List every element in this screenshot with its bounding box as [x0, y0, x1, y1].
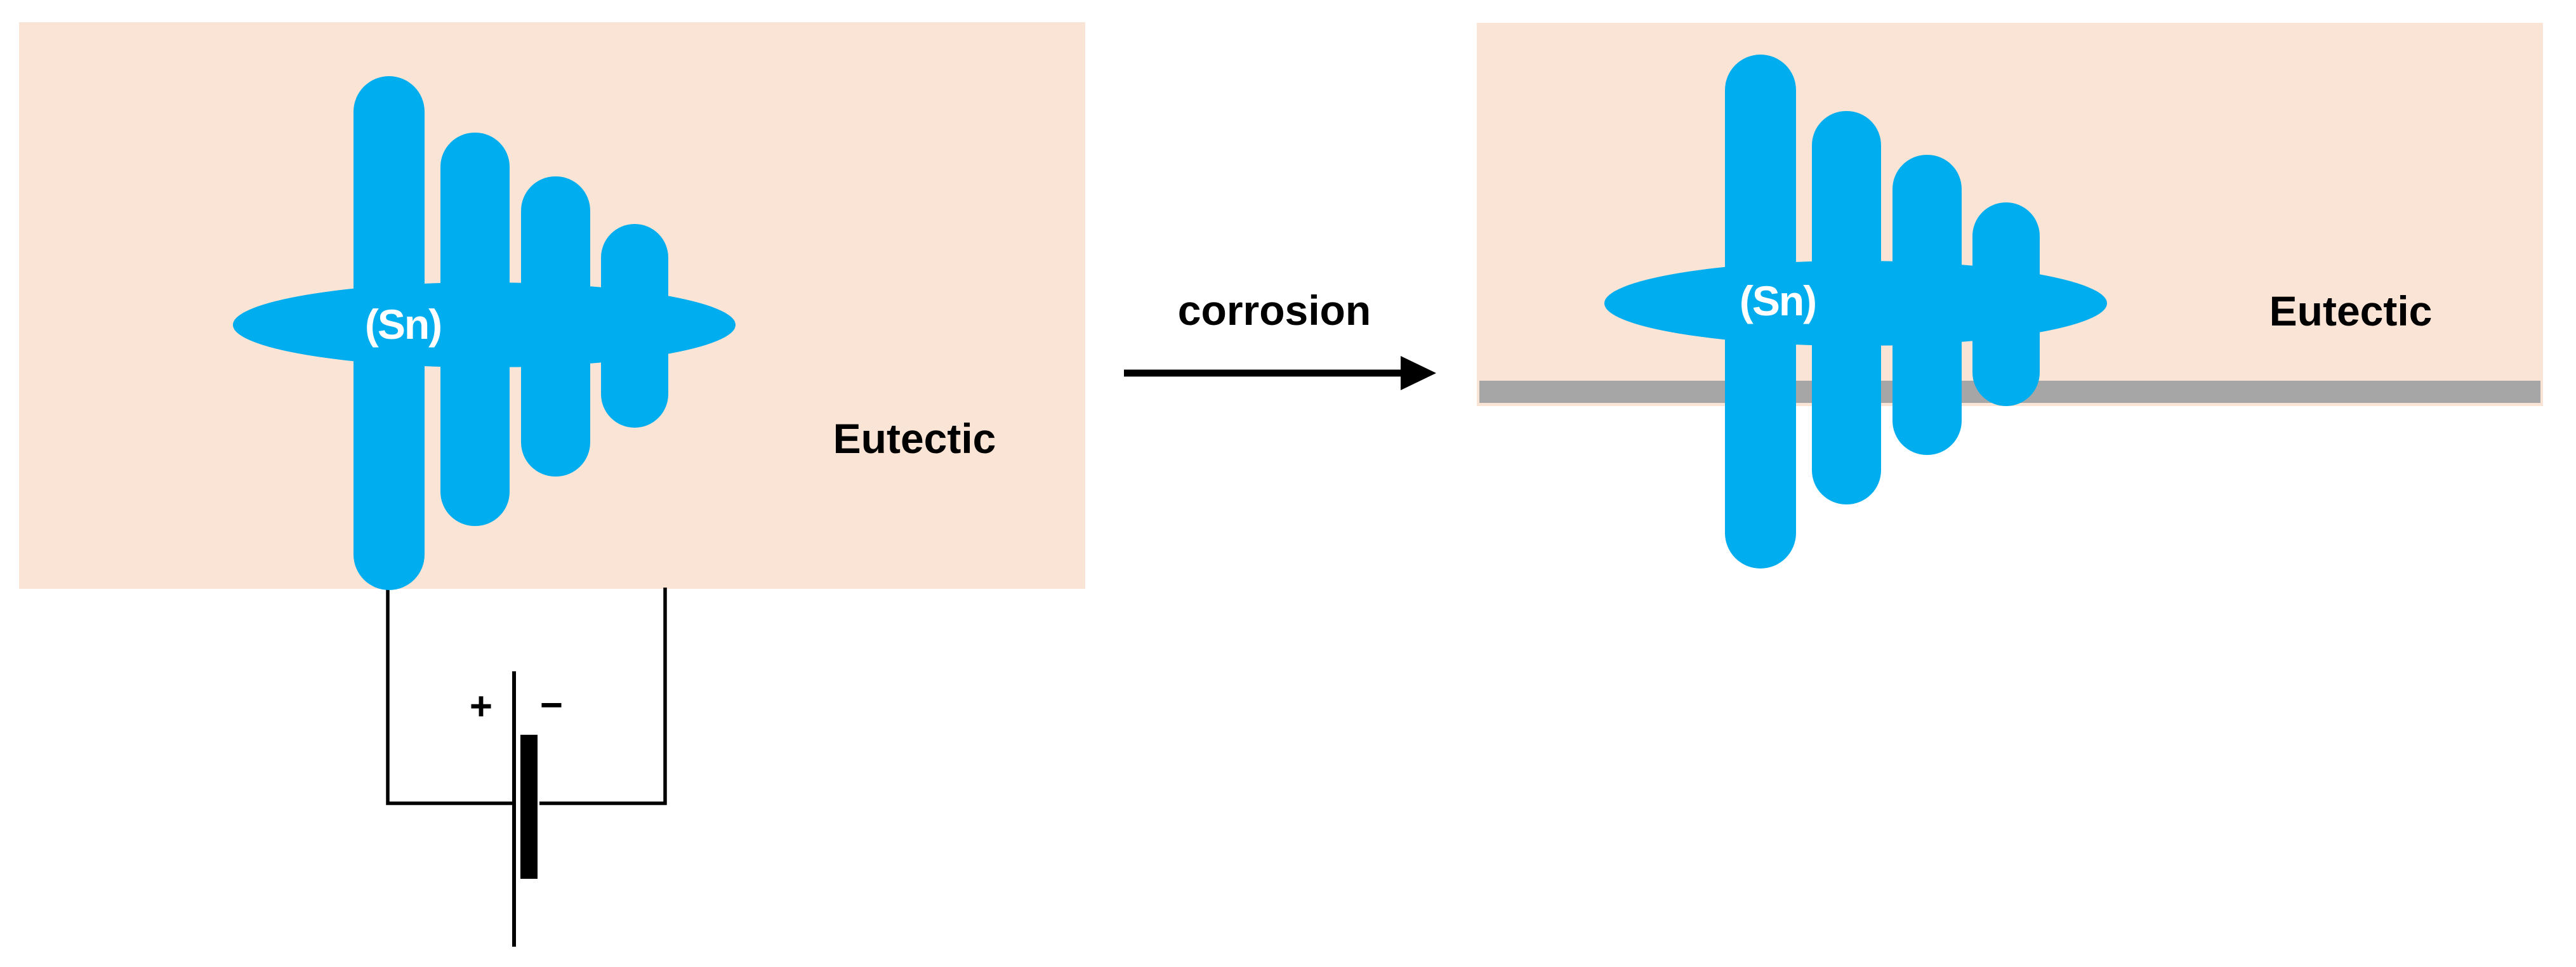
corrosion-process-label: corrosion [1177, 287, 1371, 334]
corrosion-arrow [1124, 356, 1436, 390]
eutectic-label-left: Eutectic [833, 415, 996, 462]
sn-dendrite-left [233, 76, 736, 590]
battery-symbol [512, 671, 538, 947]
sn-dendrite-right [1604, 55, 2107, 569]
battery-minus-label: − [539, 683, 564, 727]
eutectic-label-right: Eutectic [2269, 287, 2433, 334]
battery-plus-label: + [469, 685, 493, 728]
sn-phase-label-left: (Sn) [364, 301, 442, 348]
arrow-head-icon [1401, 356, 1436, 390]
battery-negative-plate [520, 735, 538, 879]
sn-phase-label-right: (Sn) [1739, 277, 1817, 324]
circuit-wires [386, 581, 667, 805]
